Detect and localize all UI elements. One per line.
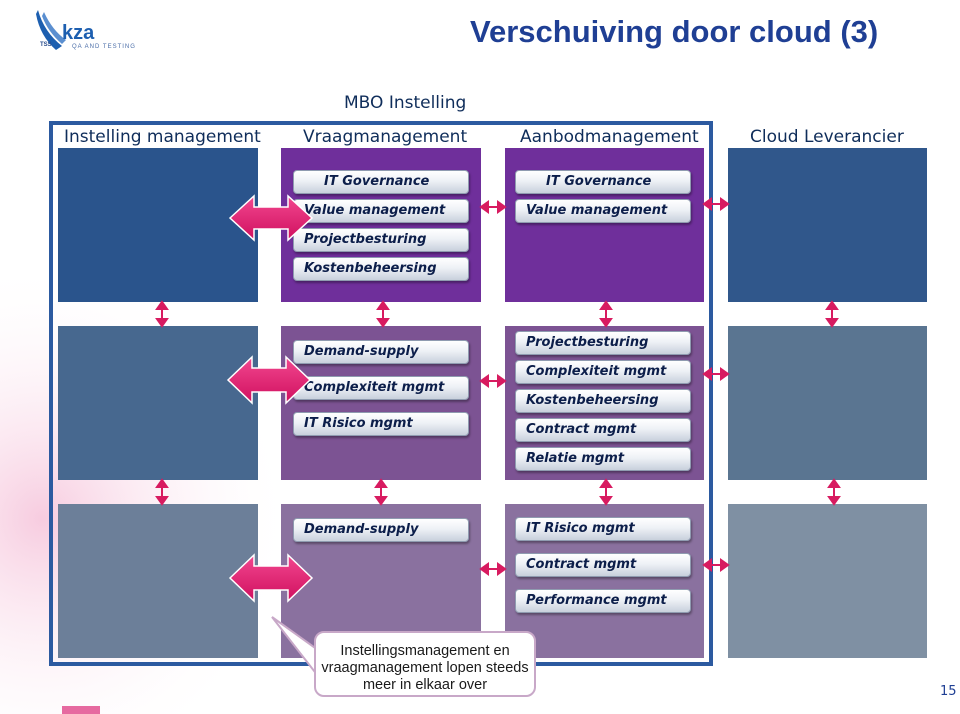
aanbod-r2-item: Complexiteit mgmt: [515, 360, 691, 384]
vraag-r1-item: Kostenbeheersing: [293, 257, 469, 281]
aanbod-r2-item: Kostenbeheersing: [515, 389, 691, 413]
aanbod-r3-item: IT Risico mgmt: [515, 517, 691, 541]
logo-brand: kza: [62, 22, 95, 44]
vraag-r1-item: IT Governance: [293, 170, 469, 194]
column-header-cloud: Cloud Leverancier: [750, 127, 904, 147]
vraag-r3-item: Demand-supply: [293, 518, 469, 542]
v-arrow-cloud-r2r3: [827, 478, 841, 506]
h-arrow-aanbod-cloud-r3: [702, 558, 730, 572]
h-arrow-aanbod-cloud-r1: [702, 197, 730, 211]
h-arrow-aanbod-cloud-r2: [702, 367, 730, 381]
big-double-arrow-row2: [226, 355, 312, 405]
aanbod-r2-item: Projectbesturing: [515, 331, 691, 355]
mbo-label: MBO Instelling: [344, 93, 467, 113]
logo-tagline: QA AND TESTING: [72, 44, 136, 50]
panel-instelling-row2: [58, 326, 258, 480]
vraag-r2-item: IT Risico mgmt: [293, 412, 469, 436]
panel-instelling-row1: [58, 148, 258, 302]
callout-pointer: [271, 616, 319, 679]
slide-title: Verschuiving door cloud (3): [470, 14, 879, 49]
aanbod-r2-item: Relatie mgmt: [515, 447, 691, 471]
v-arrow-vraag-r2r3: [374, 478, 388, 506]
vraag-r1-item: Value management: [293, 199, 469, 223]
column-header-instelling: Instelling management: [64, 127, 261, 147]
vraag-r2-item: Demand-supply: [293, 340, 469, 364]
vraag-r2-item: Complexiteit mgmt: [293, 376, 469, 400]
panel-cloud-row3: [728, 504, 927, 658]
aanbod-r1-item: Value management: [515, 199, 691, 223]
vraag-r1-item: Projectbesturing: [293, 228, 469, 252]
big-double-arrow-row3: [228, 553, 314, 603]
panel-cloud-row2: [728, 326, 927, 480]
page-number: 15: [940, 684, 957, 699]
v-arrow-cloud-r1r2: [825, 300, 839, 328]
aanbod-r1-item: IT Governance: [515, 170, 691, 194]
big-double-arrow-row1: [228, 194, 314, 242]
h-arrow-vraag-aanbod-r1: [479, 200, 507, 214]
panel-instelling-row3: [58, 504, 258, 658]
aanbod-r2-item: Contract mgmt: [515, 418, 691, 442]
logo-mark: TSS: [40, 42, 52, 48]
callout-box: Instellingsmanagement en vraagmanagement…: [314, 631, 536, 697]
v-arrow-instelling-r1r2: [155, 300, 169, 328]
aanbod-r3-item: Contract mgmt: [515, 553, 691, 577]
v-arrow-instelling-r2r3: [155, 478, 169, 506]
kza-logo: [36, 10, 66, 50]
v-arrow-aanbod-r1r2: [599, 300, 613, 328]
h-arrow-vraag-aanbod-r3: [479, 562, 507, 576]
column-header-vraag: Vraagmanagement: [303, 127, 468, 147]
v-arrow-vraag-r1r2: [376, 300, 390, 328]
aanbod-r3-item: Performance mgmt: [515, 589, 691, 613]
h-arrow-vraag-aanbod-r2: [479, 374, 507, 388]
column-header-aanbod: Aanbodmanagement: [520, 127, 699, 147]
panel-cloud-row1: [728, 148, 927, 302]
v-arrow-aanbod-r2r3: [599, 478, 613, 506]
